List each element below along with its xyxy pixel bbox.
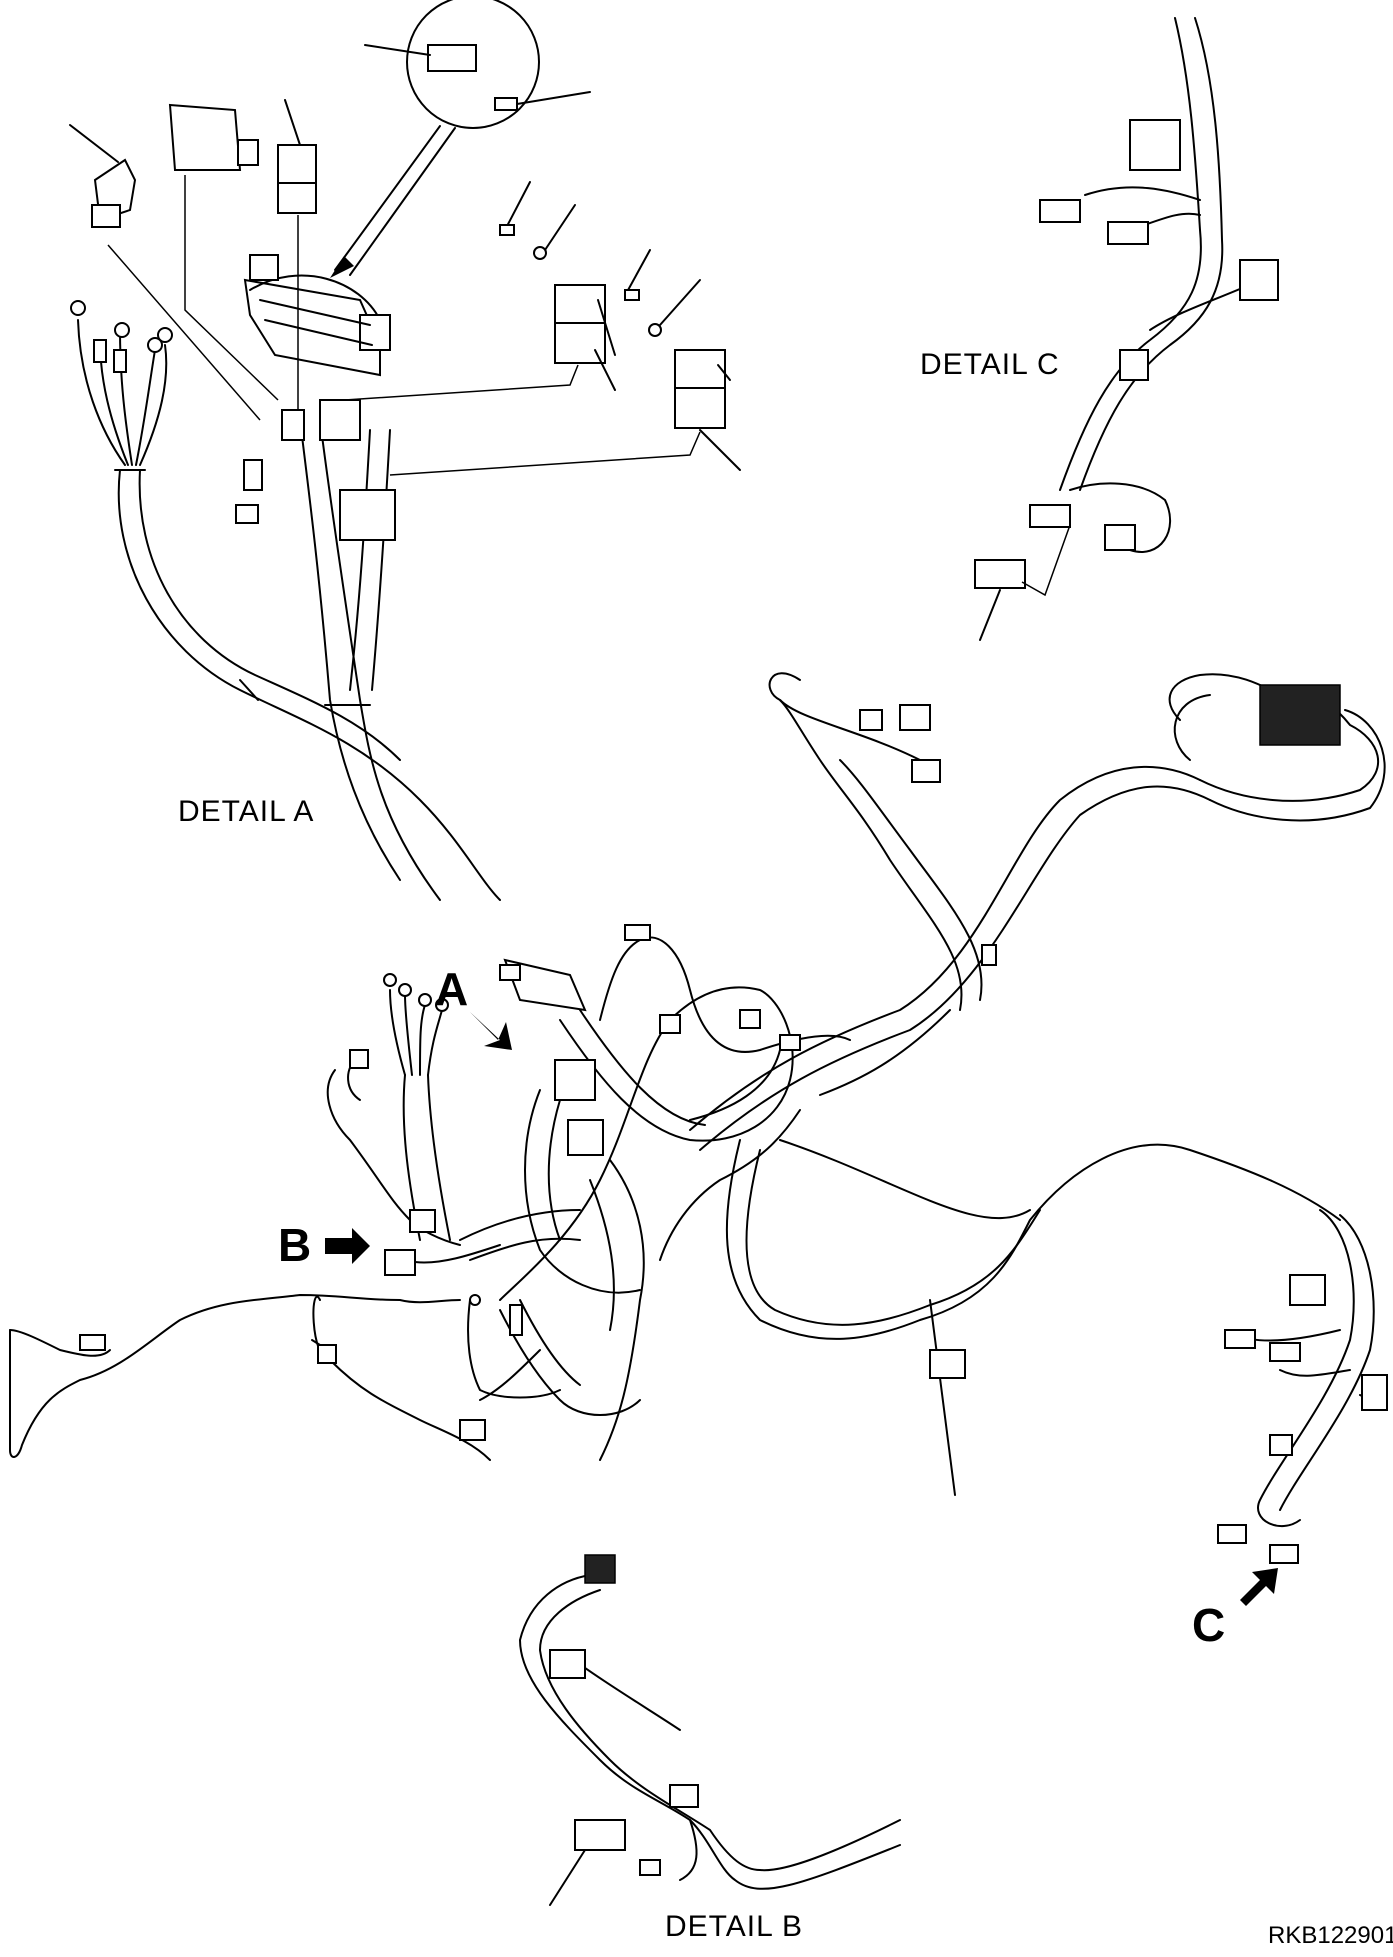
detail-a-branch (299, 419, 401, 881)
lower-loop (725, 1139, 1341, 1340)
bracket-part (69, 124, 261, 421)
callout-c-label: C (1192, 1599, 1226, 1651)
callout-a-label: A (435, 963, 469, 1015)
drawing-code: RKB122901 (1268, 1922, 1393, 1949)
callout-b-label: B (278, 1219, 312, 1271)
main-terminal-leads (389, 989, 443, 1076)
detail-c-label: DETAIL C (920, 348, 1060, 381)
fuse-magnifier (330, 0, 591, 278)
callout-c-arrow (1240, 1568, 1278, 1606)
main-fuse-box (499, 958, 604, 1156)
relay-with-screw-2 (389, 249, 741, 476)
callout-a-arrow (470, 1012, 512, 1050)
fuse-box (243, 254, 391, 377)
detail-a-label: DETAIL A (178, 795, 315, 828)
detail-c-connector-2 (1129, 119, 1181, 171)
left-long-wire (9, 1294, 461, 1458)
detail-a-drawing (69, 0, 741, 901)
flasher-relay-part (168, 103, 279, 401)
main-harness-drawing (9, 672, 1388, 1564)
detail-c-connector-1 (1239, 259, 1279, 301)
upper-branch (779, 699, 963, 1011)
detail-b-trunk (519, 1574, 901, 1890)
detail-a-terminal-leads (77, 319, 168, 466)
detail-b-connector-top (584, 1554, 616, 1584)
relay-with-screw-1 (344, 181, 616, 401)
detail-c-trunk (1059, 17, 1202, 491)
lower-loop-connector (929, 1349, 966, 1379)
central-bundle (499, 986, 794, 1301)
detail-c-drawing (974, 17, 1279, 641)
small-relay-part (277, 99, 317, 410)
detail-c-loose-connector (974, 559, 1026, 589)
callout-b-arrow (325, 1228, 370, 1264)
connector-b (384, 1249, 416, 1276)
relay-in-harness-1 (319, 399, 361, 441)
relay-in-harness-2 (339, 489, 396, 541)
main-trunk-right (689, 765, 1201, 1131)
detail-b-loose-connector (574, 1819, 626, 1851)
detail-b-drawing (519, 1554, 901, 1906)
main-ecu-connector (1259, 684, 1341, 746)
detail-b-label: DETAIL B (665, 1910, 804, 1943)
detail-a-trunk (117, 469, 501, 901)
